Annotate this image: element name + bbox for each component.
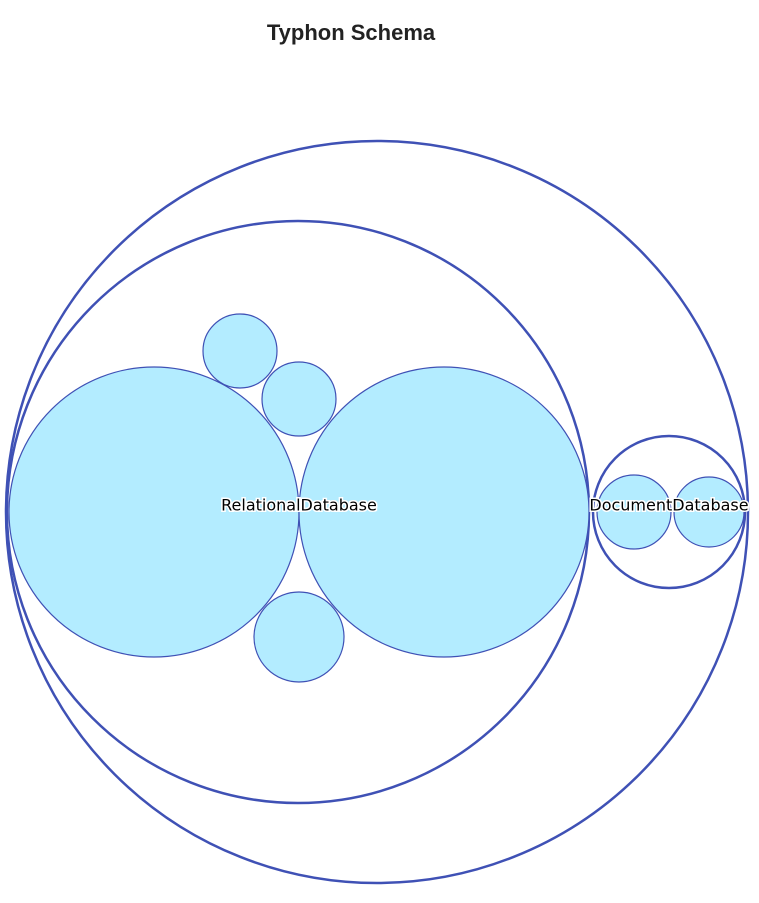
document-collection-right[interactable]: [673, 476, 745, 548]
relational-table-small-bottom[interactable]: [253, 591, 345, 683]
relational-table-small-middle[interactable]: [261, 361, 337, 437]
relational-database-label: RelationalDatabase: [221, 496, 377, 515]
relational-table-small-top[interactable]: [202, 313, 278, 389]
document-database-label: DocumentDatabase: [589, 496, 748, 515]
document-database-circle[interactable]: [591, 434, 747, 590]
relational-table-large-right[interactable]: [298, 366, 590, 658]
diagram-title: Typhon Schema: [266, 20, 436, 45]
document-collection-left[interactable]: [596, 474, 672, 550]
